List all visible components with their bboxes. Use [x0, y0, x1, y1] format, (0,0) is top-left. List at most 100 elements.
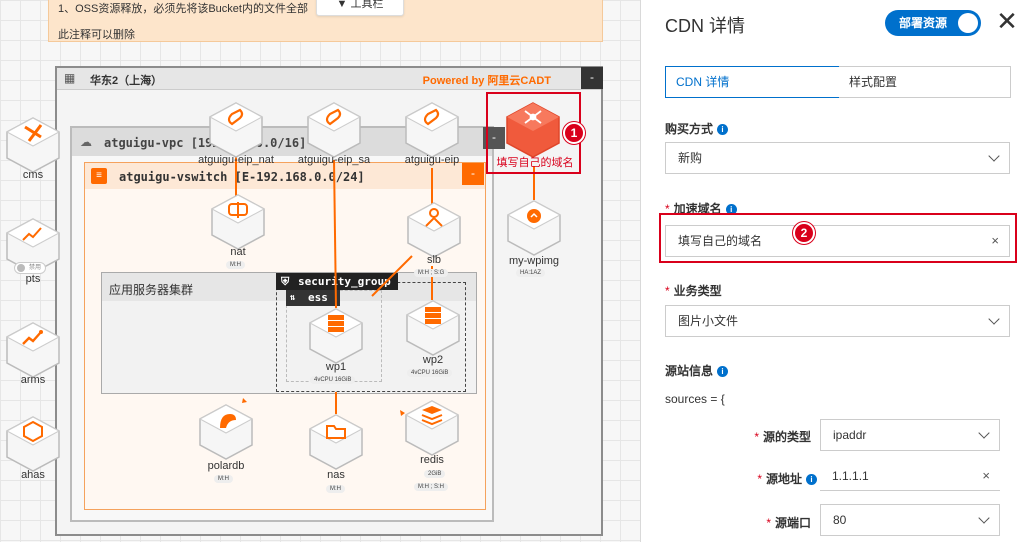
redis-icon: [404, 400, 460, 456]
nas-spec: M:H: [326, 485, 345, 493]
cdn-caption: 填写自己的域名: [496, 157, 574, 169]
slb-label: slb: [426, 254, 442, 266]
vswitch-title: atguigu-vswitch [E-192.168.0.0/24]: [119, 170, 365, 184]
slb-spec: M:H ; S:G: [414, 269, 449, 277]
vpc-collapse-button[interactable]: -: [483, 127, 505, 149]
eip-nat-node[interactable]: [206, 100, 266, 160]
chevron-down-icon: [971, 505, 999, 535]
nas-node[interactable]: [306, 412, 366, 472]
vswitch-collapse-button[interactable]: -: [462, 163, 484, 185]
source-port-select[interactable]: 80: [820, 504, 1000, 536]
redis-spec-ha: M:H ; S:H: [414, 483, 449, 491]
polardb-icon: [198, 404, 254, 460]
wp2-node[interactable]: [403, 298, 463, 358]
toggle-knob: [958, 13, 978, 33]
ahas-node[interactable]: [3, 414, 63, 474]
region-collapse-button[interactable]: -: [581, 67, 603, 89]
eip-sa-label: atguigu-eip_sa: [297, 154, 371, 166]
wp2-label: wp2: [422, 354, 444, 366]
my-wpimg-label: my-wpimg: [508, 255, 560, 267]
domain-highlight-box: [659, 213, 1017, 263]
redis-spec-memory: 2GiB: [424, 470, 446, 478]
source-address-input[interactable]: 1.1.1.1 ×: [820, 461, 1000, 491]
region-header: ▦ 华东2（上海） Powered by 阿里云CADT: [57, 68, 601, 90]
chevron-down-icon: [981, 306, 1009, 336]
eip-node[interactable]: [402, 100, 462, 160]
clear-icon[interactable]: ×: [991, 233, 999, 248]
arms-node[interactable]: [3, 320, 63, 380]
panel-tabs: CDN 详情 样式配置: [665, 66, 1011, 98]
sources-text: sources = {: [665, 392, 725, 406]
eip-icon: [306, 102, 362, 158]
pts-toggle[interactable]: 禁用: [14, 262, 46, 274]
nat-node[interactable]: [208, 192, 268, 252]
cms-label: cms: [22, 169, 44, 181]
cdn-icon: [506, 102, 560, 158]
ahas-label: ahas: [21, 469, 45, 481]
slb-node[interactable]: [404, 200, 464, 260]
business-type-select[interactable]: 图片小文件: [665, 305, 1010, 337]
panel-title: CDN 详情: [665, 16, 745, 36]
ess-label: ⇅ess: [286, 290, 340, 306]
business-type-label: *业务类型: [665, 284, 722, 298]
eip-icon: [208, 102, 264, 158]
grid-icon: ▦: [64, 71, 76, 85]
polardb-spec: M:H: [214, 475, 233, 483]
powered-by-label: Powered by 阿里云CADT: [422, 75, 551, 87]
tab-cdn-detail[interactable]: CDN 详情: [665, 66, 840, 98]
toolbar-button[interactable]: ▼ 工具栏: [316, 0, 404, 16]
source-type-select[interactable]: ipaddr: [820, 419, 1000, 451]
nat-icon: [210, 194, 266, 250]
arms-icon: [5, 322, 61, 378]
info-icon[interactable]: i: [717, 124, 729, 135]
info-icon[interactable]: i: [717, 366, 729, 377]
cdn-node[interactable]: [503, 100, 563, 160]
wp1-node[interactable]: [306, 306, 366, 366]
my-wpimg-spec: HA:1AZ: [516, 269, 546, 277]
source-port-label: *源端口: [766, 516, 811, 530]
clear-icon[interactable]: ×: [982, 468, 990, 483]
eip-sa-node[interactable]: [304, 100, 364, 160]
required-mark: *: [665, 284, 670, 298]
panel-divider: [640, 0, 641, 542]
domain-input[interactable]: 填写自己的域名 ×: [665, 225, 1010, 257]
purchase-method-select[interactable]: 新购: [665, 142, 1010, 174]
cms-icon: [5, 117, 61, 173]
topology-canvas[interactable]: 1、OSS资源释放，必须先将该Bucket内的文件全部 此注释可以删除 ▼ 工具…: [0, 0, 640, 542]
redis-node[interactable]: [402, 398, 462, 458]
shield-icon: ⛨: [281, 275, 290, 288]
pts-icon: [5, 218, 61, 274]
arms-label: arms: [20, 374, 46, 386]
caret-down-icon: ▼: [336, 0, 351, 10]
deploy-resource-toggle[interactable]: 部署资源: [885, 10, 981, 36]
info-icon[interactable]: i: [806, 474, 817, 485]
step-badge-2: 2: [793, 222, 815, 244]
note-line-1: 1、OSS资源释放，必须先将该Bucket内的文件全部: [58, 3, 308, 15]
step-badge-1: 1: [563, 122, 585, 144]
ess-scale-icon: ⇅: [290, 293, 296, 303]
tab-style-config[interactable]: 样式配置: [839, 66, 1011, 98]
slb-icon: [406, 202, 462, 258]
close-icon[interactable]: ✕: [996, 6, 1018, 36]
polardb-label: polardb: [207, 460, 245, 472]
info-icon[interactable]: i: [725, 204, 737, 215]
security-group-label: ⛨security_group: [276, 273, 398, 290]
my-wpimg-node[interactable]: [504, 198, 564, 258]
eip-label: atguigu-eip: [404, 154, 460, 166]
source-type-label: *源的类型: [754, 430, 811, 444]
chevron-down-icon: [981, 143, 1009, 173]
cms-node[interactable]: [3, 115, 63, 175]
note-line-2: 此注释可以删除: [58, 29, 135, 41]
pts-label: pts: [25, 273, 41, 285]
vswitch-header: ≡ atguigu-vswitch [E-192.168.0.0/24]: [85, 163, 485, 189]
polardb-node[interactable]: [196, 402, 256, 462]
redis-label: redis: [420, 454, 444, 466]
cluster-title: 应用服务器集群: [109, 283, 194, 297]
eip-icon: [404, 102, 460, 158]
wp2-spec: 4vCPU 16GiB: [407, 369, 453, 377]
pts-node[interactable]: [3, 216, 63, 276]
